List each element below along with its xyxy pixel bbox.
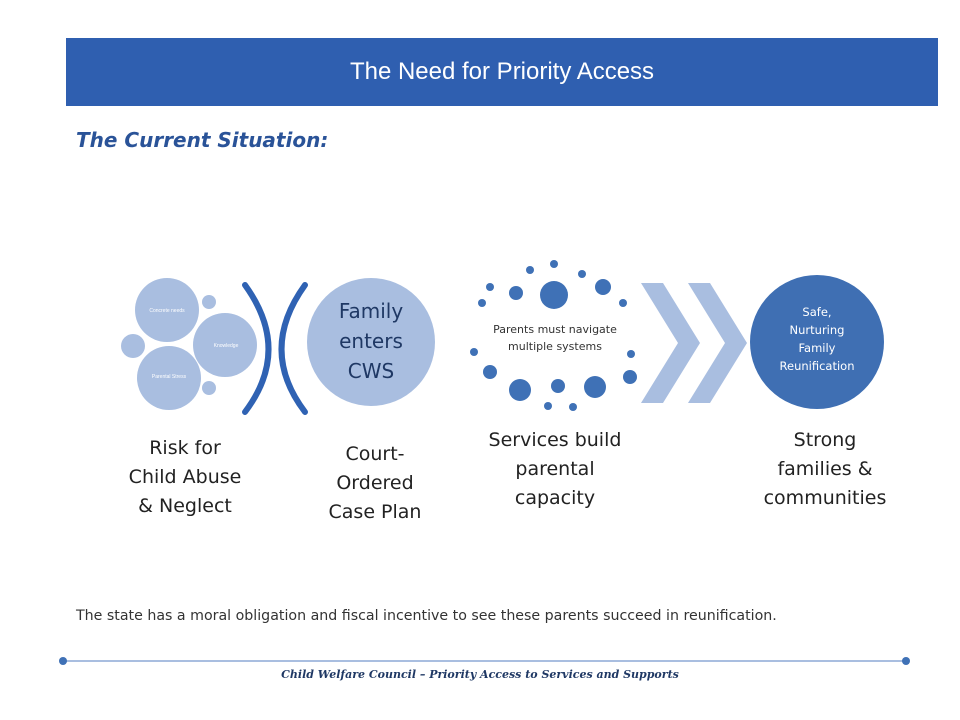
family-enters-cws-line2: enters bbox=[339, 329, 403, 353]
case-plan-caption-line1: Court- bbox=[345, 443, 405, 465]
case-plan-caption: Court- Ordered Case Plan bbox=[295, 440, 455, 527]
risk-dot-small bbox=[121, 334, 145, 358]
ring-dot bbox=[569, 403, 577, 411]
services-caption-line1: Services build bbox=[488, 429, 622, 451]
outcome-caption-line1: Strong bbox=[793, 429, 857, 451]
footer-text: Child Welfare Council – Priority Access … bbox=[281, 668, 679, 681]
services-caption-line2: parental bbox=[515, 458, 595, 480]
ring-dot bbox=[544, 402, 552, 410]
risk-label-parental-stress: Parental Stress bbox=[152, 374, 187, 380]
risk-dot-bottom bbox=[202, 381, 216, 395]
case-plan-caption-line3: Case Plan bbox=[328, 501, 422, 523]
family-enters-cws-line1: Family bbox=[339, 299, 404, 323]
reunification-line1: Safe, bbox=[802, 305, 831, 319]
family-enters-cws-circle bbox=[307, 278, 435, 406]
ring-dot bbox=[470, 348, 478, 356]
risk-circle-knowledge bbox=[193, 313, 257, 377]
reunification-line3: Family bbox=[798, 341, 835, 355]
reunification-circle bbox=[750, 275, 884, 409]
risk-label-knowledge: Knowledge bbox=[214, 343, 239, 349]
reunification-line4: Reunification bbox=[780, 359, 855, 373]
ring-dot bbox=[540, 281, 568, 309]
ring-dot bbox=[627, 350, 635, 358]
risk-circle-concrete-needs bbox=[135, 278, 199, 342]
outcome-caption-line3: communities bbox=[763, 487, 887, 509]
ring-dot bbox=[509, 286, 523, 300]
chevron-arrow-1 bbox=[641, 283, 700, 403]
footer-rule-dot-right bbox=[902, 657, 910, 665]
ring-dot bbox=[578, 270, 586, 278]
risk-dot-top bbox=[202, 295, 216, 309]
ring-dot bbox=[623, 370, 637, 384]
opening-bracket bbox=[278, 282, 308, 415]
services-caption: Services build parental capacity bbox=[470, 426, 640, 513]
risk-caption: Risk for Child Abuse & Neglect bbox=[95, 434, 275, 521]
risk-circle-parental-stress bbox=[137, 346, 201, 410]
services-center-line1: Parents must navigate bbox=[493, 323, 617, 336]
ring-dot bbox=[550, 260, 558, 268]
family-enters-cws-line3: CWS bbox=[348, 359, 394, 383]
obligation-note: The state has a moral obligation and fis… bbox=[76, 608, 777, 624]
risk-caption-line3: & Neglect bbox=[138, 495, 232, 517]
outcome-caption: Strong families & communities bbox=[735, 426, 915, 513]
ring-dot bbox=[526, 266, 534, 274]
outcome-caption-line2: families & bbox=[777, 458, 873, 480]
reunification-line2: Nurturing bbox=[790, 323, 845, 337]
ring-dot bbox=[478, 299, 486, 307]
services-dot-ring bbox=[470, 260, 637, 411]
services-caption-line3: capacity bbox=[514, 487, 596, 509]
title-bar: The Need for Priority Access bbox=[66, 38, 938, 106]
ring-dot bbox=[483, 365, 497, 379]
ring-dot bbox=[551, 379, 565, 393]
risk-label-concrete-needs: Concrete needs bbox=[149, 308, 185, 314]
ring-dot bbox=[486, 283, 494, 291]
risk-caption-line1: Risk for bbox=[149, 437, 221, 459]
page-title: The Need for Priority Access bbox=[349, 58, 655, 85]
risk-caption-line2: Child Abuse bbox=[128, 466, 242, 488]
ring-dot bbox=[595, 279, 611, 295]
ring-dot bbox=[619, 299, 627, 307]
ring-dot bbox=[584, 376, 606, 398]
services-center-line2: multiple systems bbox=[508, 340, 602, 353]
ring-dot bbox=[509, 379, 531, 401]
closing-bracket bbox=[242, 282, 272, 415]
section-subtitle: The Current Situation: bbox=[76, 128, 329, 152]
footer-rule-dot-left bbox=[59, 657, 67, 665]
chevron-arrow-2 bbox=[688, 283, 747, 403]
case-plan-caption-line2: Ordered bbox=[336, 472, 414, 494]
